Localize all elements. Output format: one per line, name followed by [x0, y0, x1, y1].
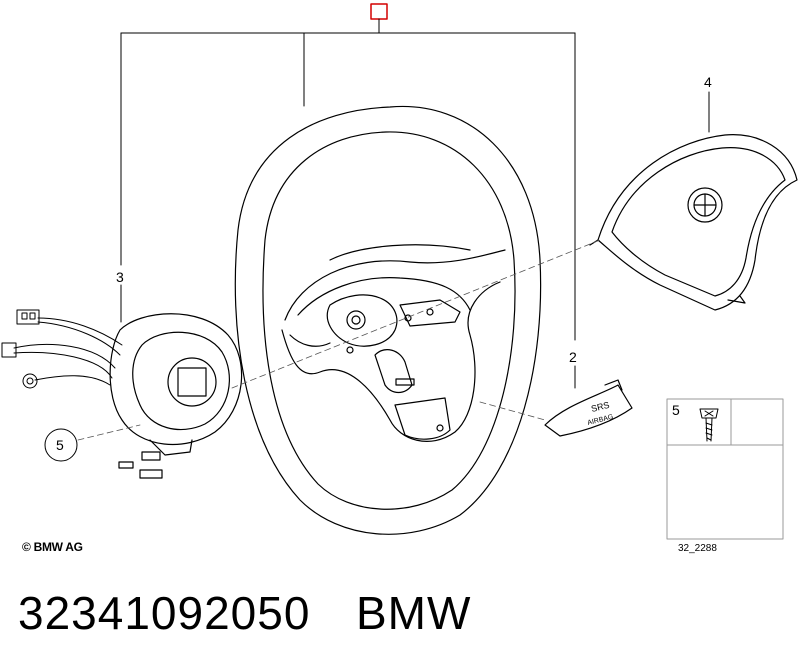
alignment-lines: [77, 239, 601, 441]
diagram-code: 32_2288: [678, 543, 717, 554]
airbag-module: [589, 134, 798, 311]
wiring-harness: [1, 309, 123, 389]
assembly-bracket: [120, 18, 576, 389]
screw-icon: [699, 408, 719, 442]
callout-5-circle: [44, 428, 78, 462]
callout-4: 4: [704, 74, 712, 90]
brand-name: BMW: [356, 587, 472, 639]
srs-text: SRS: [590, 400, 610, 414]
clock-spring: [109, 313, 243, 479]
callout-5-circled: 5: [56, 437, 64, 453]
highlight-marker: [370, 3, 388, 20]
callout-5-box: 5: [672, 402, 680, 418]
steering-wheel: [234, 105, 542, 535]
screw-inset: [666, 398, 784, 540]
srs-cover: [544, 379, 633, 437]
copyright-label: © BMW AG: [22, 540, 83, 554]
part-number: 32341092050: [18, 587, 311, 639]
callout-2: 2: [569, 349, 577, 365]
callout-3: 3: [116, 269, 124, 285]
